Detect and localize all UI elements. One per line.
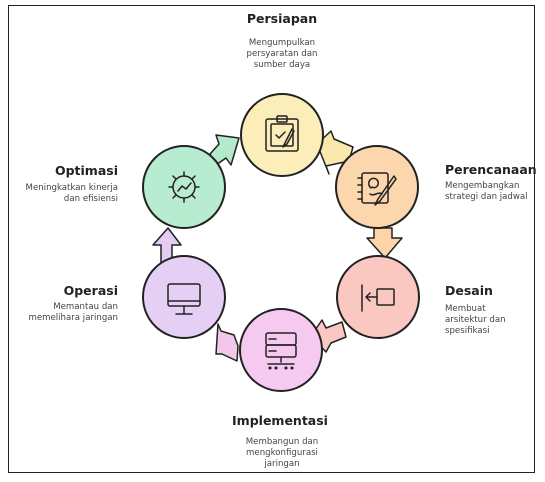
gear-chart-icon [168,171,200,203]
arrow-persiapan-to-perencanaan [316,130,354,175]
implementasi-node [239,308,323,392]
operasi-desc: Memantau dan memelihara jaringan [28,302,118,323]
arrow-into-box-icon [361,284,395,312]
desain-node [336,255,420,339]
perencanaan-title: Perencanaan [445,162,537,177]
persiapan-desc: Mengumpulkan persyaratan dan sumber daya [246,38,318,70]
operasi-node [142,255,226,339]
optimasi-desc: Meningkatkan kinerja dan efisiensi [25,183,118,204]
operasi-title: Operasi [63,283,118,298]
implementasi-title: Implementasi [232,413,328,428]
desain-title: Desain [445,283,493,298]
arrow-perencanaan-to-desain [366,227,403,259]
perencanaan-desc: Mengembangkan strategi dan jadwal [445,181,528,202]
desain-desc: Membuat arsitektur dan spesifikasi [445,304,506,336]
arrow-implementasi-to-operasi [215,323,239,362]
monitor-icon [167,283,201,315]
persiapan-title: Persiapan [246,11,318,26]
notebook-pen-icon [357,172,397,206]
optimasi-title: Optimasi [54,163,118,178]
diagram-frame [8,5,535,473]
implementasi-desc: Membangun dan mengkonfigurasi jaringan [245,437,319,469]
server-icon [265,332,297,370]
clipboard-icon [265,115,299,152]
